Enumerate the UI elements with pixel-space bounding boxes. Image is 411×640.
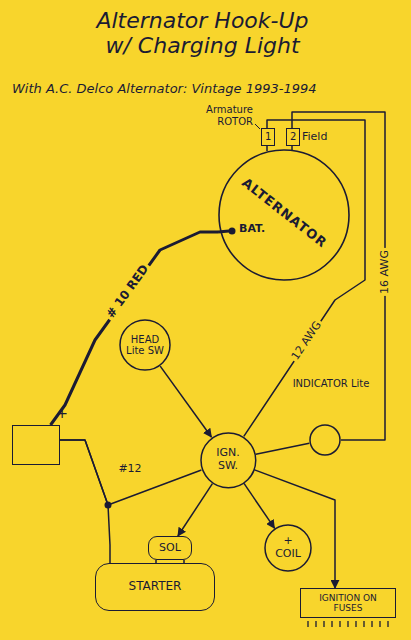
node-text: + xyxy=(55,405,69,421)
leader-line xyxy=(255,124,260,129)
wire xyxy=(160,366,211,437)
bat-stub xyxy=(218,231,229,232)
node-text: COIL xyxy=(275,548,301,561)
wire xyxy=(60,440,110,563)
terminal-stub xyxy=(266,146,268,151)
fuse-block: IGNITION ON FUSES xyxy=(300,588,396,618)
ignition-switch: IGN. SW. xyxy=(200,432,257,489)
wire xyxy=(51,232,219,425)
node-text: SOL xyxy=(159,542,181,555)
wire-gauge: # 10 RED xyxy=(103,261,153,323)
terminal-name: Field xyxy=(302,131,327,144)
wire xyxy=(60,440,201,505)
terminal-box: 2 xyxy=(286,128,300,146)
starter: STARTER xyxy=(95,563,215,611)
node-text: HEAD Lite SW xyxy=(126,334,164,357)
circle-outline xyxy=(310,425,340,455)
terminal-name: BAT. xyxy=(239,223,265,236)
node-text: 2 xyxy=(290,131,296,143)
wire xyxy=(244,483,275,528)
bat-terminal xyxy=(229,228,236,235)
subtitle: With A.C. Delco Alternator: Vintage 1993… xyxy=(12,82,407,97)
wire xyxy=(255,470,335,588)
circle-outline xyxy=(265,525,311,571)
terminal-stub xyxy=(291,146,293,150)
node-text: + xyxy=(283,535,292,548)
circle-outline xyxy=(309,424,341,456)
solenoid: SOL xyxy=(148,536,192,560)
node-text: 1 xyxy=(265,131,271,143)
wire xyxy=(256,443,309,454)
node-text: INDICATOR Lite xyxy=(291,378,371,390)
node-text: IGNITION ON FUSES xyxy=(304,593,392,614)
headlight-switch: HEAD Lite SW xyxy=(119,319,171,371)
part-label: Armature ROTOR xyxy=(195,104,253,127)
alternator-name: ALTERNATOR xyxy=(227,167,340,260)
indicator-lamp: INDICATOR Lite xyxy=(309,424,341,456)
battery: + xyxy=(12,425,60,465)
circle-outline xyxy=(120,320,170,370)
circle-outline xyxy=(201,433,256,488)
terminal-box: 1 xyxy=(261,128,275,146)
node-text: IGN. SW. xyxy=(206,447,250,472)
alternator: ALTERNATOR 1 2 xyxy=(218,128,350,281)
title: Alternator Hook-Up w/ Charging Light xyxy=(85,8,320,59)
wire-gauge: 12 AWG xyxy=(288,318,325,365)
wire-gauge: 16 AWG xyxy=(379,248,392,296)
wire-gauge: #12 xyxy=(116,463,143,476)
coil: +COIL xyxy=(264,524,312,572)
alternator-outline xyxy=(219,150,349,280)
node-text: STARTER xyxy=(129,580,182,594)
fuse-ticks xyxy=(308,621,388,627)
wire xyxy=(178,484,213,536)
